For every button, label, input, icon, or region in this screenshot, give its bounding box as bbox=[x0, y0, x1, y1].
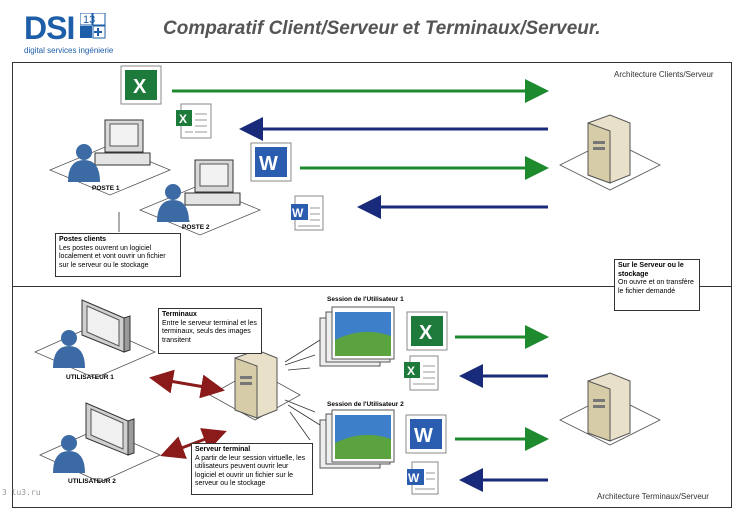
note-serveur-terminal: Serveur terminal A partir de leur sessio… bbox=[191, 443, 313, 495]
session2-windows bbox=[319, 409, 395, 469]
label-poste2: POSTE 2 bbox=[182, 224, 210, 231]
note-serveur-stockage-body: On ouvre et on transfère le fichier dema… bbox=[618, 279, 694, 295]
user-icon-user1 bbox=[53, 330, 85, 368]
user-icon-user2 bbox=[53, 435, 85, 473]
note-serveur-stockage: Sur le Serveur ou le stockage On ouvre e… bbox=[614, 259, 700, 311]
server-top bbox=[587, 114, 631, 184]
svg-text:X: X bbox=[179, 112, 187, 126]
word-icon-large-bottom: W bbox=[405, 414, 447, 454]
svg-text:W: W bbox=[292, 206, 304, 220]
logo-dsi: DSI bbox=[24, 10, 75, 46]
word-file-icon-bottom: W bbox=[407, 461, 439, 495]
svg-text:W: W bbox=[259, 153, 278, 175]
note-serveur-stockage-heading: Sur le Serveur ou le stockage bbox=[618, 262, 684, 278]
label-architecture-clients: Architecture Clients/Serveur bbox=[614, 70, 714, 79]
svg-text:X: X bbox=[419, 322, 433, 344]
watermark: 3 lu3.ru bbox=[2, 488, 41, 497]
svg-text:W: W bbox=[408, 471, 420, 485]
terminal-user1 bbox=[81, 299, 131, 353]
computer-poste1 bbox=[94, 119, 151, 166]
logo-subtitle: digital services ingénierie bbox=[24, 46, 114, 55]
label-poste1: POSTE 1 bbox=[92, 185, 120, 192]
arrow-user1-terminal bbox=[149, 369, 225, 399]
excel-file-icon-bottom: X bbox=[404, 355, 439, 391]
label-session2: Session de l'Utilisateur 2 bbox=[327, 401, 404, 408]
note-postes-clients-body: Les postes ouvrent un logiciel localemen… bbox=[59, 244, 166, 269]
note-serveur-terminal-body: A partir de leur session virtuelle, les … bbox=[195, 454, 306, 488]
page-title: Comparatif Client/Serveur et Terminaux/S… bbox=[163, 18, 601, 39]
note-postes-clients: Postes clients Les postes ouvrent un log… bbox=[55, 233, 181, 277]
session1-windows bbox=[319, 306, 395, 367]
diagram-frame bbox=[12, 62, 732, 508]
logo-square-icon bbox=[79, 12, 106, 39]
computer-poste2 bbox=[184, 159, 241, 206]
label-user2: UTILISATEUR 2 bbox=[68, 478, 116, 485]
word-icon-large-top: W bbox=[250, 142, 292, 182]
svg-text:X: X bbox=[133, 76, 147, 98]
section-divider bbox=[12, 286, 732, 287]
server-bottom bbox=[587, 372, 631, 442]
user-icon-poste2 bbox=[157, 184, 189, 222]
excel-icon-large-bottom: X bbox=[406, 311, 448, 351]
word-file-icon-top: W bbox=[291, 195, 324, 231]
svg-text:W: W bbox=[414, 425, 433, 447]
excel-file-icon-top: X bbox=[176, 103, 212, 139]
label-architecture-terminaux: Architecture Terminaux/Serveur bbox=[597, 492, 709, 501]
label-user1: UTILISATEUR 1 bbox=[66, 374, 114, 381]
excel-icon-large-top: X bbox=[120, 65, 162, 105]
user-icon-poste1 bbox=[68, 144, 100, 182]
server-terminal bbox=[234, 349, 278, 419]
svg-text:X: X bbox=[407, 364, 415, 378]
logo-number: 13 bbox=[83, 14, 96, 26]
note-terminaux-heading: Terminaux bbox=[162, 311, 197, 318]
terminal-user2 bbox=[85, 402, 135, 456]
label-session1: Session de l'Utilisateur 1 bbox=[327, 296, 404, 303]
note-postes-clients-heading: Postes clients bbox=[59, 236, 107, 243]
note-terminaux-body: Entre le serveur terminal et les termina… bbox=[162, 319, 257, 344]
note-serveur-terminal-heading: Serveur terminal bbox=[195, 446, 251, 453]
note-terminaux: Terminaux Entre le serveur terminal et l… bbox=[158, 308, 262, 354]
